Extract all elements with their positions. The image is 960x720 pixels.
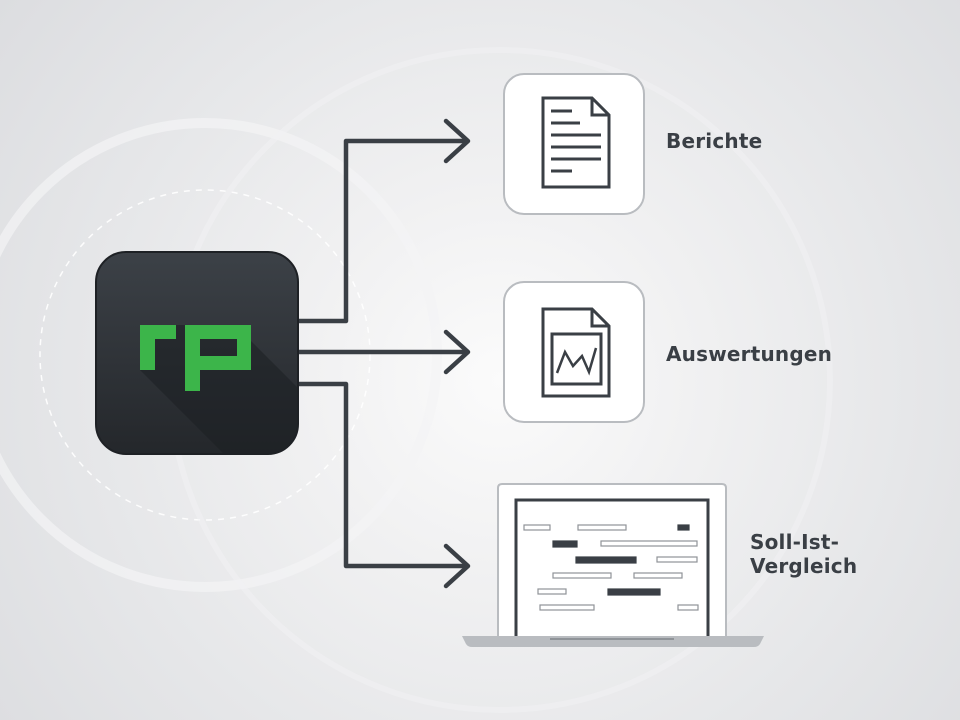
laptop-comparison-icon: [462, 483, 764, 647]
berichte-label: Berichte: [666, 129, 763, 153]
auswertungen-card: [503, 281, 645, 423]
arrowhead-vergleich: [443, 543, 471, 589]
arrowhead-auswertungen: [443, 329, 471, 375]
soll-ist-label-line1: Soll-Ist-: [750, 530, 840, 554]
arrowhead-berichte: [443, 118, 471, 164]
berichte-card: [503, 73, 645, 215]
chart-document-icon: [541, 307, 611, 398]
connector-lines: [287, 118, 471, 589]
soll-ist-vergleich-label: Soll-Ist- Vergleich: [750, 530, 857, 578]
soll-ist-label-line2: Vergleich: [750, 554, 858, 578]
report-document-icon: [541, 96, 611, 189]
comparison-bars: [523, 524, 699, 611]
auswertungen-label: Auswertungen: [666, 342, 833, 366]
connector-to-vergleich: [287, 381, 469, 569]
connector-to-berichte: [287, 138, 469, 324]
rp-logo-icon: [95, 251, 299, 455]
